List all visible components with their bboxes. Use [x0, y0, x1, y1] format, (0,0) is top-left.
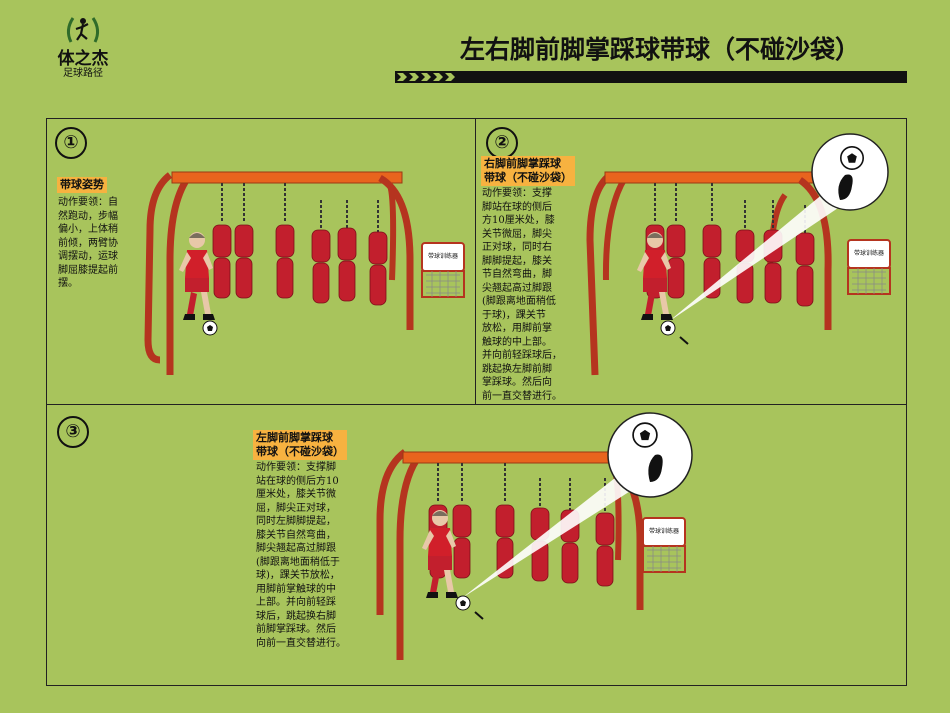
step-number-1: ①	[55, 127, 87, 159]
chevron-arrows-icon	[397, 73, 455, 81]
tag-line: 右脚前脚掌踩球	[484, 157, 561, 170]
scene-3: 带球训练器	[376, 412, 693, 660]
brand-name: 体之杰	[57, 49, 109, 69]
tag-label-1: 带球姿势	[57, 177, 107, 193]
step-number-3: ③	[57, 416, 89, 448]
scene-2: 带球训练器	[586, 133, 891, 376]
instruction-text-3: 动作要领：支撑脚 站在球的侧后方10 厘米处，膝关节微 屈，脚尖正对球， 同时左…	[256, 462, 346, 649]
brand-logo: 体之杰 足球路径	[38, 12, 128, 82]
sign-text-3: 带球训练器	[649, 527, 679, 535]
scene-1: 带球训练器	[144, 171, 465, 375]
sign-text-2: 带球训练器	[854, 249, 884, 257]
brand-subtitle: 足球路径	[63, 68, 103, 79]
tag-label-2: 右脚前脚掌踩球 带球（不碰沙袋）	[481, 156, 575, 186]
tag-line: 带球（不碰沙袋）	[256, 445, 344, 458]
instruction-text-1: 动作要领：自 然跑动，步幅 偏小，上体稍 前倾，两臂协 调摆动，运球 脚屈膝提起…	[58, 197, 118, 289]
step-number-2: ②	[486, 127, 518, 159]
tag-label-3: 左脚前脚掌踩球 带球（不碰沙袋）	[253, 430, 347, 460]
instruction-text-2: 动作要领：支撑 脚站在球的侧后 方10厘米处，膝 关节微屈，脚尖 正对球，同时右…	[482, 188, 562, 402]
panel-3	[46, 404, 907, 686]
title-underline	[395, 71, 907, 83]
page-title: 左右脚前脚掌踩球带球（不碰沙袋）	[459, 35, 860, 64]
laurel-player-icon	[66, 17, 100, 43]
sign-text-1: 带球训练器	[428, 252, 458, 260]
tag-line: 带球（不碰沙袋）	[484, 171, 572, 184]
tag-line: 左脚前脚掌踩球	[256, 431, 333, 444]
